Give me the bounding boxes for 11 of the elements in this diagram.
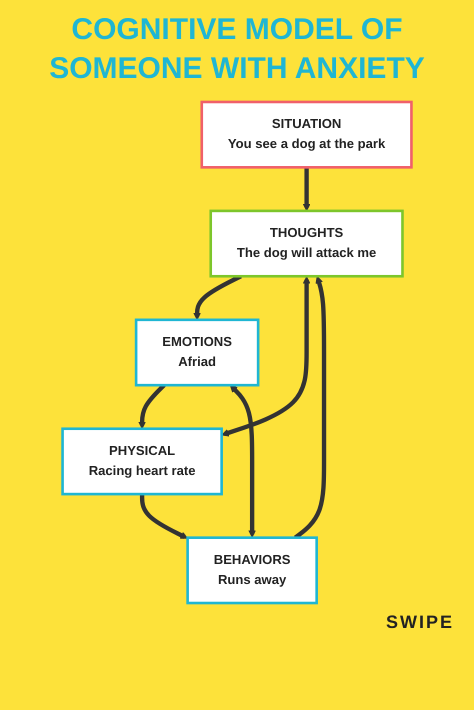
node-box: SITUATION You see a dog at the park: [200, 100, 413, 168]
arrow: [230, 384, 256, 538]
node-box: EMOTIONS Afriad: [134, 318, 260, 386]
node-box: PHYSICAL Racing heart rate: [61, 426, 223, 495]
arrow: [221, 276, 310, 436]
title: COGNITIVE MODEL OF SOMEONE WITH ANXIETY: [48, 12, 426, 87]
node-box: THOUGHTS The dog will attack me: [209, 209, 404, 278]
arrow: [140, 494, 188, 538]
arrow: [302, 166, 310, 211]
swipe-text: SWIPE: [386, 612, 454, 632]
node-box: BEHAVIORS Runs away: [186, 536, 318, 604]
